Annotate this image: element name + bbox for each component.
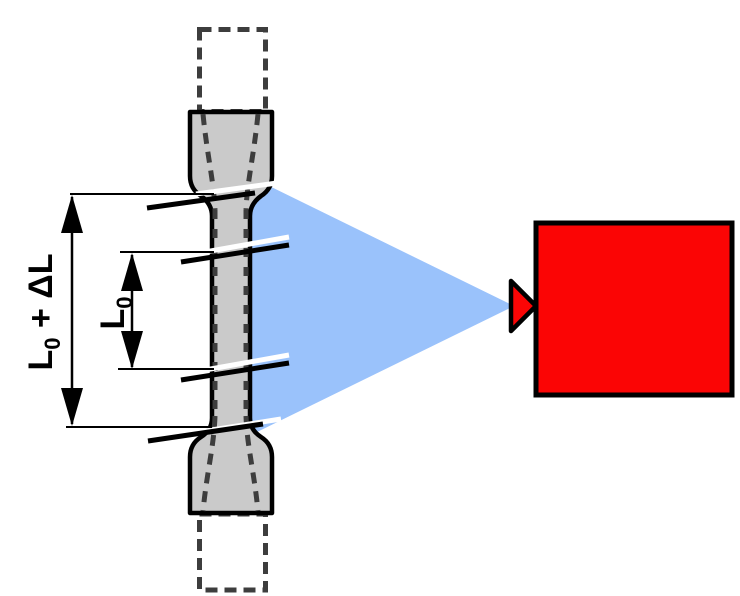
camera-body (533, 220, 735, 398)
gauge-mark-1-white (195, 178, 293, 197)
grip-outline-bottom-dashed (197, 511, 268, 593)
arrowhead-outer-up-icon (61, 195, 83, 233)
gauge-mark-1-black (146, 190, 256, 211)
dimension-outer: L0 + ΔL (22, 195, 83, 426)
dimension-inner: L0 (94, 253, 143, 369)
inner-dimension-label: L0 (94, 296, 137, 329)
original-fillet-bottom-left (200, 415, 218, 512)
specimen-body (190, 112, 272, 513)
arrowhead-inner-up-icon (121, 253, 143, 291)
arrowhead-outer-down-icon (61, 388, 83, 426)
extension-lines (66, 193, 214, 428)
outer-dimension-label: L0 + ΔL (22, 254, 65, 371)
camera-light-cone (251, 177, 514, 435)
grip-outline-top-dashed (197, 27, 268, 114)
camera-lens (508, 278, 539, 334)
gauge-mark-3-white (204, 352, 290, 373)
gauge-mark-3-black (180, 360, 290, 383)
gauge-mark-2-white (204, 234, 290, 255)
gauge-mark-4-black (147, 421, 264, 444)
gauge-mark-2-black (180, 242, 290, 265)
gauge-marks-black (146, 190, 290, 444)
arrowhead-inner-down-icon (121, 331, 143, 369)
